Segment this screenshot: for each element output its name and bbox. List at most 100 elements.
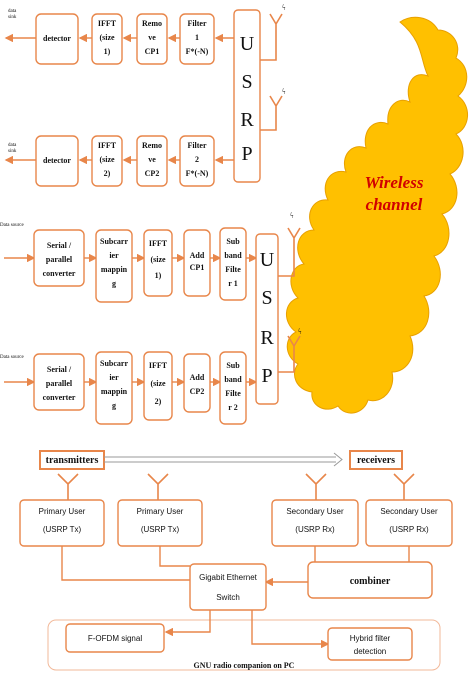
subband-filter-label: Filte (225, 389, 241, 398)
ifft-label: 1) (155, 271, 162, 280)
signal-bolt-icon: ϟ (298, 327, 302, 336)
remove-cp-label: Remo (142, 19, 162, 28)
antenna-icon (147, 473, 169, 500)
mapping-label: Subcarr (100, 237, 128, 246)
remove-cp-label: ve (148, 155, 156, 164)
serial-parallel-label: Serial / (47, 365, 72, 374)
ethernet-switch-block (189, 563, 267, 611)
channel-label-2: channel (366, 195, 423, 214)
primary-user-label: Primary User (39, 507, 86, 516)
ifft-label: 2) (104, 169, 111, 178)
mapping-label: mappin (101, 387, 128, 396)
usrp-letter: R (240, 109, 254, 131)
gnu-radio-label: GNU radio companion on PC (194, 661, 295, 670)
usrp-letter: S (261, 287, 272, 309)
receiver-chain-2: data sink detector IFFT (size 2) Remo ve… (4, 135, 234, 187)
ifft-label: IFFT (98, 19, 117, 28)
switch-label: Gigabit Ethernet (199, 573, 258, 582)
arrow-icon (333, 452, 343, 467)
ifft-block (143, 351, 173, 421)
transmitters-header (39, 450, 105, 470)
source-label: Data source (0, 223, 25, 228)
serial-parallel-label: converter (43, 269, 76, 278)
ifft-label: (size (150, 379, 166, 388)
mapping-label: ier (109, 251, 119, 260)
detector-block (35, 135, 79, 187)
primary-user-label: (USRP Tx) (141, 525, 180, 534)
sink-label: sink (8, 15, 17, 20)
ifft-label: (size (99, 155, 115, 164)
mapping-label: g (112, 401, 116, 410)
channel-label-1: Wireless (365, 173, 424, 192)
filter-label: F*(-N) (186, 169, 209, 178)
filter-label: Filter (187, 19, 207, 28)
subband-filter-label: Filte (225, 265, 241, 274)
subband-filter-label: Sub (226, 237, 240, 246)
primary-user-label: Primary User (137, 507, 184, 516)
antenna-icon (260, 13, 283, 61)
combiner-block (307, 561, 433, 599)
ifft-label: 1) (104, 47, 111, 56)
filter-label: 2 (195, 155, 199, 164)
ifft-label: IFFT (149, 361, 168, 370)
ifft-label: IFFT (149, 239, 168, 248)
remove-cp-label: CP1 (145, 47, 160, 56)
remove-cp-label: CP2 (145, 169, 160, 178)
add-cp-block (183, 229, 211, 297)
remove-cp-block (136, 135, 168, 187)
usrp-letter: R (260, 327, 274, 349)
subband-filter-block (219, 351, 247, 425)
filter-label: F*(-N) (186, 47, 209, 56)
combiner-label: combiner (350, 576, 391, 587)
filter-block (179, 13, 215, 65)
f-ofdm-signal-label: F-OFDM signal (88, 634, 142, 643)
ifft-label: IFFT (98, 141, 117, 150)
ifft-label: 2) (155, 397, 162, 406)
sink-label: data (8, 143, 17, 148)
receivers-header (349, 450, 403, 470)
add-cp-label: Add (190, 251, 205, 260)
ifft-label: (size (150, 255, 166, 264)
f-ofdm-signal-block (65, 623, 165, 653)
usrp-transmitter: U S R P ϟ ϟ (255, 211, 302, 405)
filter-label: Filter (187, 141, 207, 150)
source-label: Data source (0, 355, 25, 360)
detector-block (35, 13, 79, 65)
subband-filter-label: band (224, 375, 242, 384)
mapping-label: ier (109, 373, 119, 382)
usrp-letter: P (261, 365, 272, 387)
remove-cp-block (136, 13, 168, 65)
subband-filter-label: r 2 (228, 403, 237, 412)
secondary-user-label: Secondary User (380, 507, 438, 516)
ifft-block (91, 13, 123, 65)
subcarrier-mapping-block (95, 229, 133, 303)
receivers-label: receivers (357, 455, 395, 466)
mapping-label: Subcarr (100, 359, 128, 368)
subband-filter-block (219, 227, 247, 301)
ifft-block (143, 229, 173, 297)
subband-filter-label: r 1 (228, 279, 237, 288)
add-cp-label: Add (190, 373, 205, 382)
switch-label: Switch (216, 593, 240, 602)
antenna-icon (278, 335, 301, 373)
transmitter-chain-1: Data source Serial / parallel converter … (0, 223, 258, 303)
ifft-block (91, 135, 123, 187)
serial-parallel-label: parallel (46, 379, 73, 388)
add-cp-label: CP1 (190, 263, 205, 272)
secondary-user-label: (USRP Rx) (389, 525, 429, 534)
remove-cp-label: ve (148, 33, 156, 42)
usrp-letter: U (260, 249, 275, 271)
subband-filter-label: band (224, 251, 242, 260)
antenna-icon (57, 473, 79, 500)
receiver-chain-1: data sink detector IFFT (size 1) Remo ve… (4, 9, 234, 65)
wireless-channel-cloud: Wireless channel (286, 16, 468, 414)
gnu-radio-pc-container (47, 619, 441, 671)
detector-label: detector (43, 156, 71, 165)
secondary-user-label: Secondary User (286, 507, 344, 516)
subband-filter-label: Sub (226, 361, 240, 370)
sink-label: data (8, 9, 17, 14)
signal-bolt-icon: ϟ (282, 87, 286, 96)
serial-parallel-label: converter (43, 393, 76, 402)
